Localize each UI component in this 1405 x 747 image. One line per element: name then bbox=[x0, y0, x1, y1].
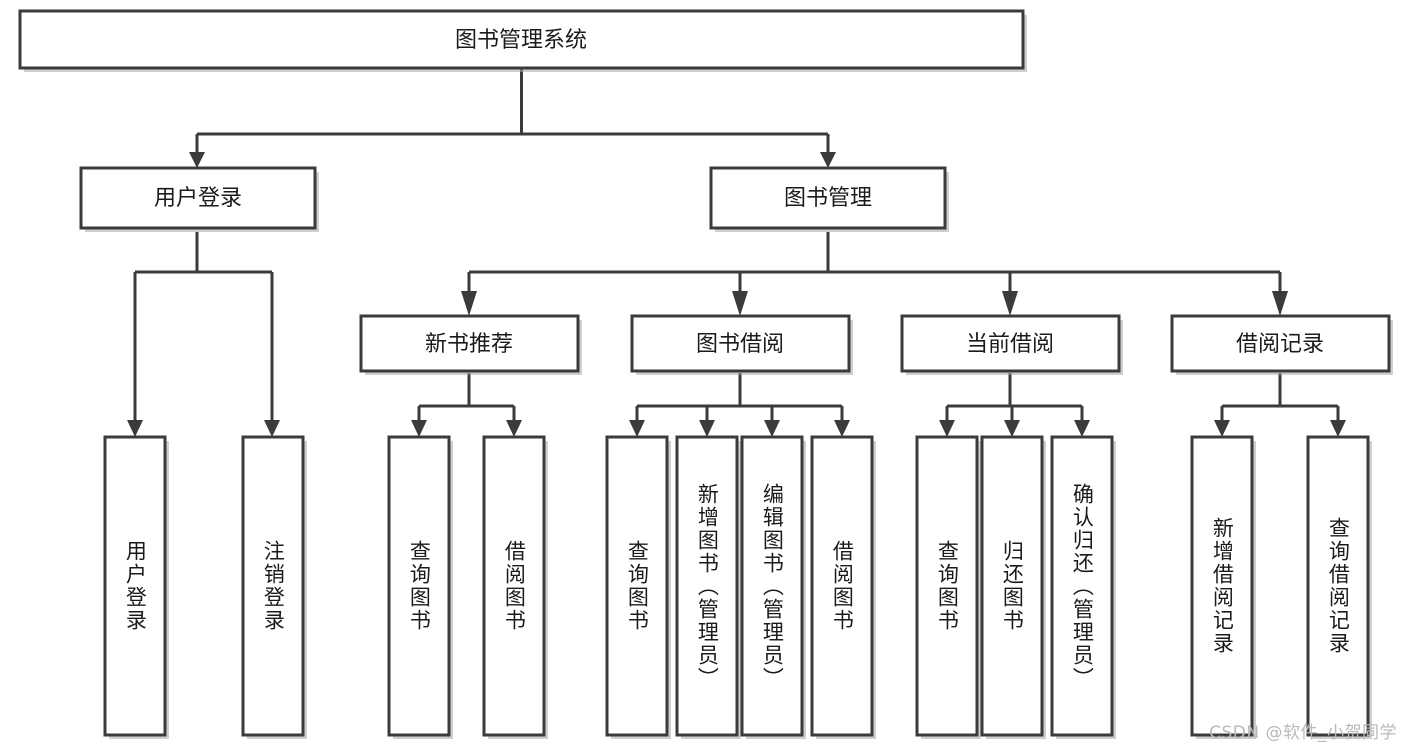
node-leaf-cb-query-book[interactable] bbox=[915, 435, 979, 737]
node-book-manage-label: 图书管理 bbox=[784, 186, 872, 211]
node-borrow-record-label: 借阅记录 bbox=[1236, 332, 1324, 357]
node-leaf-logout[interactable] bbox=[241, 435, 305, 737]
node-layer: 图书管理系统 用户登录 图书管理 新书推荐 图书借阅 当前借阅 借阅记录 bbox=[18, 9, 1393, 739]
node-user-login-label: 用户登录 bbox=[154, 186, 242, 211]
csdn-watermark: CSDN @软件_小贺同学 bbox=[1209, 723, 1397, 743]
connector-layer bbox=[127, 68, 1346, 437]
node-new-book-recommend-box[interactable] bbox=[359, 314, 580, 373]
node-leaf-user-login[interactable] bbox=[103, 435, 167, 737]
arrow-head-bb-leaf-4 bbox=[834, 420, 850, 437]
arrow-head-leaf-user-login bbox=[127, 420, 143, 437]
node-leaf-cb-return-book[interactable] bbox=[980, 435, 1044, 737]
arrow-head-current-borrow bbox=[1002, 291, 1018, 316]
node-book-manage-box[interactable] bbox=[709, 166, 947, 230]
node-borrow-record-box[interactable] bbox=[1170, 314, 1391, 373]
arrow-head-cb-leaf-2 bbox=[1004, 420, 1020, 437]
arrow-head-bb-leaf-1 bbox=[629, 420, 645, 437]
arrow-head-bb-leaf-3 bbox=[764, 420, 780, 437]
node-current-borrow-label: 当前借阅 bbox=[966, 332, 1054, 357]
arrow-head-nb-leaf-1 bbox=[411, 420, 427, 437]
node-book-borrow-label: 图书借阅 bbox=[696, 332, 784, 357]
node-leaf-bb-edit-book[interactable] bbox=[740, 435, 804, 737]
node-new-book-recommend-label: 新书推荐 bbox=[425, 332, 513, 357]
node-leaf-bb-query-book[interactable] bbox=[605, 435, 669, 737]
node-user-login-box[interactable] bbox=[79, 166, 317, 230]
arrow-head-book-manage bbox=[820, 152, 836, 168]
arrow-head-nb-leaf-2 bbox=[506, 420, 522, 437]
arrow-head-user-login bbox=[189, 152, 205, 168]
node-leaf-br-query-record[interactable] bbox=[1306, 435, 1370, 737]
node-root-box[interactable] bbox=[18, 9, 1025, 70]
node-leaf-bb-add-book[interactable] bbox=[675, 435, 739, 737]
node-leaf-br-add-record[interactable] bbox=[1190, 435, 1254, 737]
arrow-head-book-borrow bbox=[732, 291, 748, 316]
node-current-borrow-box[interactable] bbox=[900, 314, 1121, 373]
arrow-head-cb-leaf-1 bbox=[939, 420, 955, 437]
arrow-head-borrow-record bbox=[1272, 291, 1288, 316]
arrow-head-br-leaf-2 bbox=[1330, 420, 1346, 437]
arrow-head-br-leaf-1 bbox=[1214, 420, 1230, 437]
arrow-head-cb-leaf-3 bbox=[1074, 420, 1090, 437]
arrow-head-leaf-logout bbox=[264, 420, 280, 437]
node-leaf-cb-confirm-return[interactable] bbox=[1050, 435, 1114, 737]
node-book-borrow-box[interactable] bbox=[630, 314, 851, 373]
node-leaf-nb-borrow-book[interactable] bbox=[482, 435, 546, 737]
node-leaf-nb-query-book[interactable] bbox=[387, 435, 451, 737]
arrow-head-bb-leaf-2 bbox=[699, 420, 715, 437]
node-root-label: 图书管理系统 bbox=[455, 28, 587, 53]
arrow-head-new-book bbox=[461, 291, 477, 316]
node-leaf-bb-borrow-book[interactable] bbox=[810, 435, 874, 737]
